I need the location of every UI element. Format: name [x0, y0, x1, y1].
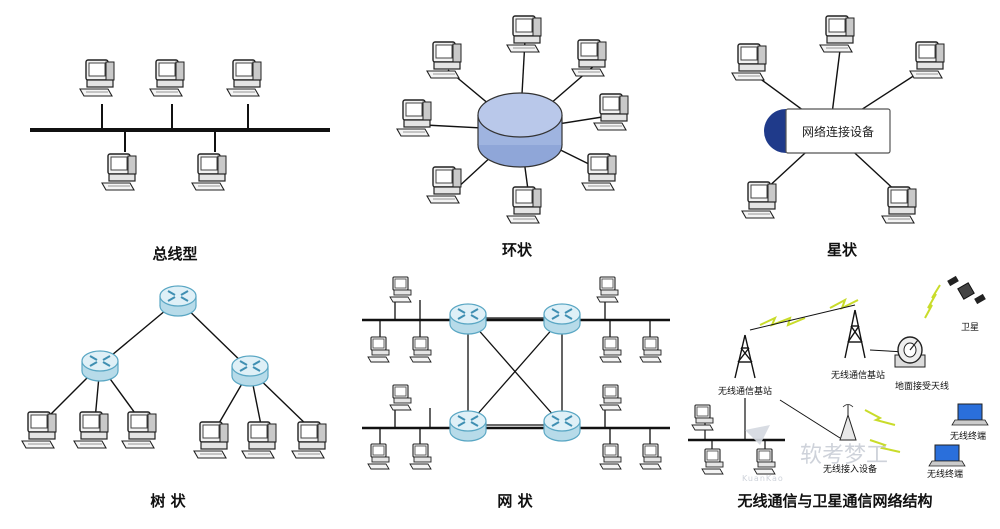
mesh-computer-icon: [639, 336, 662, 363]
wireless-computer-icon: [701, 448, 724, 475]
ring-computer-icon: [506, 186, 542, 224]
star-computer-icon: [731, 43, 767, 81]
star-caption: 星状: [827, 241, 858, 259]
star-computer-icon: [909, 41, 945, 79]
ring-computer-icon: [506, 15, 542, 53]
bus-computer-icon: [149, 59, 185, 97]
wireless-terminal-1-label: 无线终端: [950, 430, 986, 442]
star-topology: 网络连接设备 星状: [731, 15, 945, 259]
tree-computer-icon: [121, 411, 157, 449]
bus-computer-icon: [191, 153, 227, 191]
star-computer-icon: [881, 186, 917, 224]
mesh-computer-icon: [596, 276, 619, 303]
tree-topology: 树 状: [21, 285, 327, 510]
star-center-device: 网络连接设备: [764, 108, 891, 154]
wireless-access-device-icon: [839, 404, 857, 441]
mesh-caption: 网 状: [497, 492, 533, 510]
ring-caption: 环状: [502, 241, 533, 259]
bus-computer-icon: [101, 153, 137, 191]
mesh-computer-icon: [409, 336, 432, 363]
satellite-dish-icon: [894, 336, 926, 368]
mesh-computer-icon: [367, 443, 390, 470]
mesh-router-icon: [543, 303, 581, 335]
ring-computer-icon: [593, 93, 629, 131]
ring-computer-icon: [396, 99, 432, 137]
wireless-computer-icon: [753, 448, 776, 475]
wireless-computer-icon: [691, 404, 714, 431]
mesh-computer-icon: [599, 443, 622, 470]
watermark: 软考梦工 KuanKao: [742, 425, 888, 483]
tree-computer-icon: [21, 411, 57, 449]
star-center-label: 网络连接设备: [802, 124, 874, 139]
mesh-computer-icon: [639, 443, 662, 470]
tree-router-icon: [231, 355, 269, 387]
satellite-icon: [947, 275, 986, 305]
tree-computer-icon: [193, 421, 229, 459]
mesh-computer-icon: [599, 384, 622, 411]
bus-computer-icon: [226, 59, 262, 97]
ring-topology: 环状: [396, 15, 629, 259]
base-station-tower-icon: [734, 334, 756, 379]
wireless-terminal-2-label: 无线终端: [927, 468, 963, 480]
watermark-sub: KuanKao: [742, 474, 784, 483]
tree-computer-icon: [73, 411, 109, 449]
mesh-computer-icon: [599, 336, 622, 363]
ground-antenna-label: 地面接受天线: [895, 380, 949, 392]
bus-computer-icon: [79, 59, 115, 97]
tree-computer-icon: [291, 421, 327, 459]
mesh-router-icon: [449, 410, 487, 442]
base-station-2-label: 无线通信基站: [831, 369, 885, 381]
mesh-computer-icon: [389, 384, 412, 411]
mesh-router-icon: [449, 303, 487, 335]
wireless-caption: 无线通信与卫星通信网络结构: [736, 492, 932, 510]
mesh-topology: 网 状: [362, 276, 670, 510]
satellite-label: 卫星: [961, 322, 979, 333]
tree-caption: 树 状: [150, 492, 186, 510]
mesh-computer-icon: [389, 276, 412, 303]
ring-computer-icon: [426, 41, 462, 79]
ring-computer-icon: [426, 166, 462, 204]
star-computer-icon: [741, 181, 777, 219]
tree-root-router-icon: [159, 285, 197, 317]
star-computer-icon: [819, 15, 855, 53]
watermark-text: 软考梦工: [800, 443, 888, 468]
tree-computer-icon: [241, 421, 277, 459]
ring-center-icon: [477, 92, 563, 168]
wireless-access-label: 无线接入设备: [823, 463, 877, 475]
ring-computer-icon: [581, 153, 617, 191]
ring-computer-icon: [571, 39, 607, 77]
laptop-icon: [928, 444, 966, 467]
tree-router-icon: [81, 350, 119, 382]
laptop-icon: [951, 403, 989, 426]
mesh-computer-icon: [409, 443, 432, 470]
wireless-topology: 无线通信基站 无线通信基站 地面接受天线 卫星: [688, 275, 989, 510]
base-station-1-label: 无线通信基站: [718, 385, 772, 397]
mesh-router-icon: [543, 410, 581, 442]
mesh-computer-icon: [367, 336, 390, 363]
bus-caption: 总线型: [152, 245, 197, 263]
base-station-tower-icon: [844, 309, 866, 359]
bus-topology: 总线型: [30, 59, 330, 263]
